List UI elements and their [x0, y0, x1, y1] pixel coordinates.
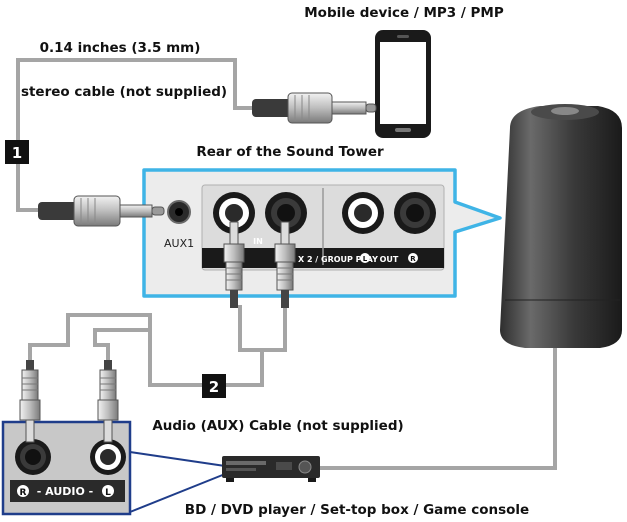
stereo-cable-label: stereo cable (not supplied): [21, 84, 227, 100]
audio-jack-panel: R - AUDIO - L: [1, 420, 132, 516]
svg-text:1: 1: [12, 144, 22, 162]
audio-left-letter: L: [105, 488, 111, 498]
step-1-badge: 1: [5, 140, 29, 164]
aux2-group-label: X 2 / GROUP PLAY: [298, 255, 378, 264]
callout-line-top: [129, 451, 226, 467]
audio-right-letter: R: [20, 488, 27, 498]
rca-plug-icon: [97, 360, 119, 443]
rca-jack-icon: [394, 192, 436, 234]
rear-of-tower-label: Rear of the Sound Tower: [196, 144, 384, 160]
out-left-letter: L: [363, 255, 368, 263]
rca-plug-icon: [274, 221, 296, 308]
callout-line-bottom: [129, 473, 226, 513]
aux-cable-label: Audio (AUX) Cable (not supplied): [152, 418, 403, 434]
rca-cable-wire-a: [28, 313, 264, 387]
cable-size-label: 0.14 inches (3.5 mm): [40, 40, 201, 56]
rca-cable-loop-top: [238, 305, 287, 352]
in-label: IN: [253, 237, 263, 246]
step-2-badge: 2: [202, 374, 226, 398]
rca-jack-icon: [265, 192, 307, 234]
rca-jack-icon: [15, 439, 51, 475]
rear-panel-callout: AUX1 IN X 2 / GROUP PLAY: [142, 168, 502, 298]
rca-jack-icon: [213, 192, 255, 234]
rca-jack-icon: [90, 439, 126, 475]
av-receiver-icon: [222, 456, 320, 482]
rca-cable-wire-b: [93, 328, 150, 362]
rca-plug-icon: [223, 221, 245, 308]
out-right-letter: R: [410, 255, 416, 263]
stereo-cable-wire: [16, 58, 255, 212]
audio-label: - AUDIO -: [37, 485, 93, 498]
aux1-jack: [167, 200, 191, 224]
stereo-plug-icon: [38, 195, 165, 227]
svg-text:2: 2: [209, 378, 219, 396]
source-devices-label: BD / DVD player / Set-top box / Game con…: [185, 502, 529, 518]
tower-to-source-line: [318, 340, 557, 470]
out-label: OUT: [380, 255, 399, 264]
stereo-plug-icon: [252, 92, 377, 124]
rca-plug-icon: [19, 360, 41, 443]
speaker-tower-icon: [500, 104, 622, 348]
aux1-label: AUX1: [164, 237, 194, 250]
smartphone-icon: [375, 30, 431, 138]
rca-jack-icon: [342, 192, 384, 234]
mobile-device-label: Mobile device / MP3 / PMP: [304, 5, 504, 21]
cables: [16, 58, 557, 470]
